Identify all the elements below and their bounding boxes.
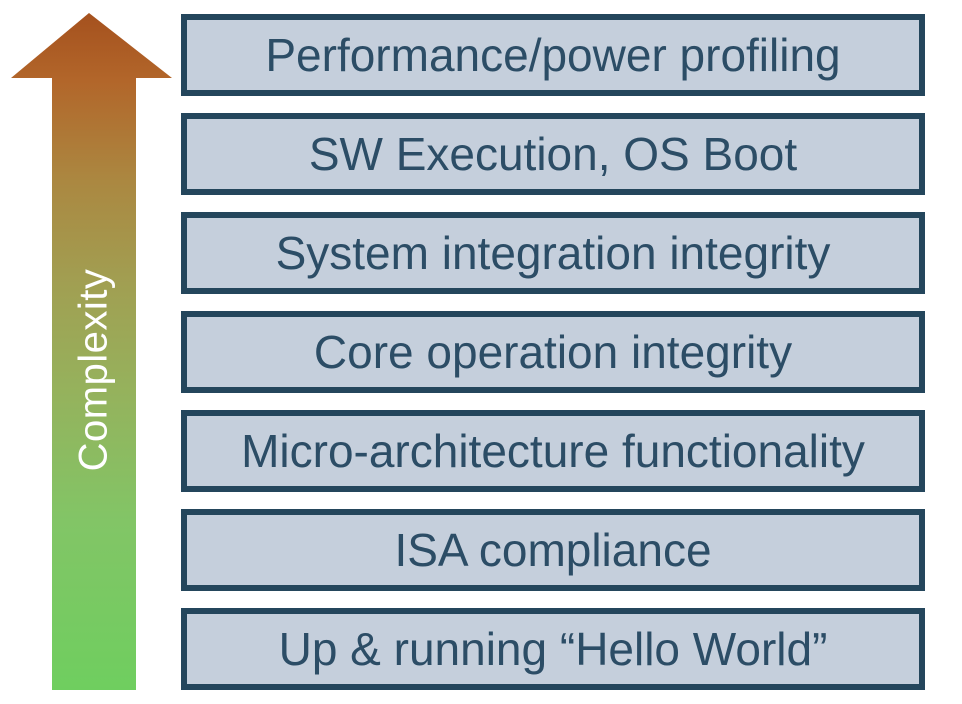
level-label: Core operation integrity — [313, 326, 793, 378]
level-label: Up & running “Hello World” — [278, 623, 828, 675]
level-box-core-operation-integrity: Core operation integrity — [181, 311, 925, 393]
complexity-axis-label: Complexity — [71, 268, 116, 472]
up-arrow-icon — [11, 13, 172, 690]
complexity-arrow: Complexity — [11, 13, 172, 690]
level-box-performance-power-profiling: Performance/power profiling — [181, 14, 925, 96]
level-box-isa-compliance: ISA compliance — [181, 509, 925, 591]
level-box-system-integration-integrity: System integration integrity — [181, 212, 925, 294]
level-box-sw-execution-os-boot: SW Execution, OS Boot — [181, 113, 925, 195]
level-label: ISA compliance — [394, 524, 712, 576]
level-box-up-and-running-hello-world: Up & running “Hello World” — [181, 608, 925, 690]
level-label: Performance/power profiling — [265, 29, 841, 81]
level-label: Micro-architecture functionality — [241, 425, 865, 477]
level-stack: Performance/power profiling SW Execution… — [181, 14, 925, 690]
level-label: SW Execution, OS Boot — [308, 128, 798, 180]
up-arrow-shape — [11, 13, 172, 690]
level-box-micro-architecture-functionality: Micro-architecture functionality — [181, 410, 925, 492]
level-label: System integration integrity — [275, 227, 831, 279]
